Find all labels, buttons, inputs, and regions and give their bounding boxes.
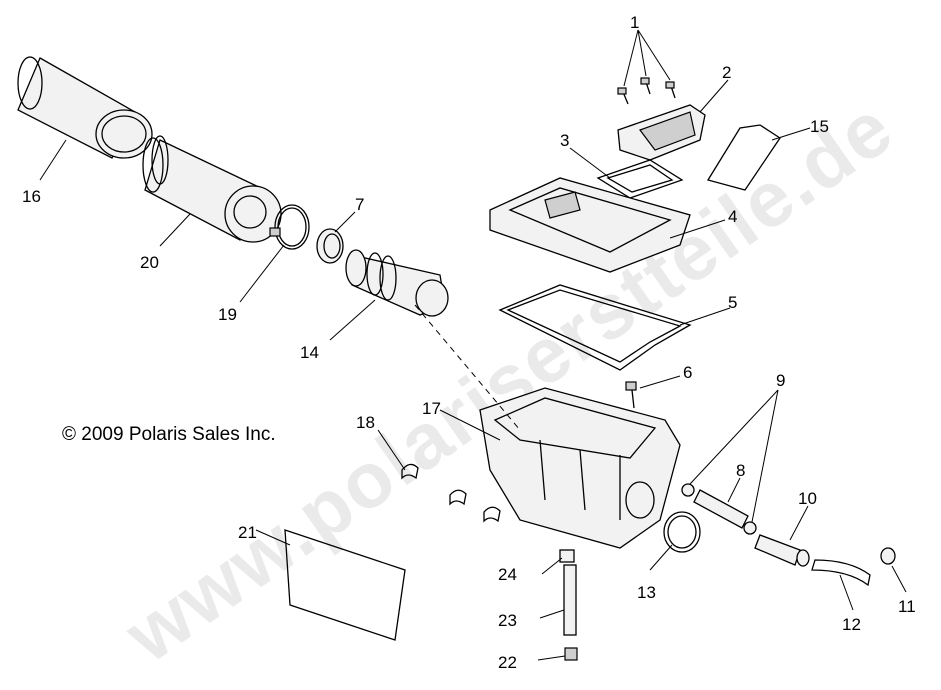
callout-labels: 1 2 3 4 5 6 7 8 9 10 11 12 13 14 15 16 1… (22, 13, 916, 672)
callout-2: 2 (722, 63, 731, 82)
part-8-hose (693, 489, 749, 529)
callout-4: 4 (728, 207, 737, 226)
part-16-prefilter-sleeve (17, 56, 153, 159)
callout-21: 21 (238, 523, 257, 542)
callout-13: 13 (637, 583, 656, 602)
callout-23: 23 (498, 611, 517, 630)
part-24-cap (559, 549, 575, 563)
assembly-guide-line (414, 304, 521, 431)
part-6-bolt (625, 381, 637, 409)
part-12-drain-hose (811, 559, 871, 587)
part-4-airbox-lid (489, 177, 691, 273)
callout-15: 15 (810, 117, 829, 136)
callout-11: 11 (898, 597, 916, 616)
part-3-gasket (596, 159, 684, 199)
callout-7: 7 (355, 195, 364, 214)
callout-14: 14 (300, 343, 319, 362)
callout-1: 1 (630, 13, 639, 32)
callout-8: 8 (736, 461, 745, 480)
callout-5: 5 (728, 293, 737, 312)
callout-9: 9 (776, 371, 785, 390)
part-17-airbox-base (479, 387, 681, 549)
part-20-air-filter (142, 135, 282, 243)
callout-10: 10 (798, 489, 817, 508)
part-1-screws (617, 77, 676, 105)
part-9-small-clamps (681, 483, 757, 535)
part-5-seal (498, 284, 692, 371)
part-13-clamp (663, 511, 701, 553)
part-14-intake-boot (345, 249, 449, 317)
part-23-tube (563, 564, 577, 636)
part-15-decal (706, 124, 781, 191)
callout-12: 12 (842, 615, 861, 634)
part-10-drain-valve (754, 534, 810, 567)
callout-18: 18 (356, 413, 375, 432)
copyright-notice: © 2009 Polaris Sales Inc. (62, 424, 276, 445)
callout-16: 16 (22, 187, 41, 206)
callout-6: 6 (683, 363, 692, 382)
part-18-clips (401, 463, 501, 523)
leader-lines (39, 29, 907, 661)
part-2-intake-snorkel (617, 104, 706, 161)
callout-24: 24 (498, 565, 517, 584)
part-7-ring (316, 228, 344, 264)
callout-17: 17 (422, 399, 441, 418)
part-11-cap (880, 547, 896, 565)
callout-19: 19 (218, 305, 237, 324)
callout-3: 3 (560, 131, 569, 150)
part-21-panel (284, 529, 406, 641)
part-22-plug (564, 647, 578, 661)
callout-20: 20 (140, 253, 159, 272)
callout-22: 22 (498, 653, 517, 672)
part-19-clamp (269, 204, 310, 250)
